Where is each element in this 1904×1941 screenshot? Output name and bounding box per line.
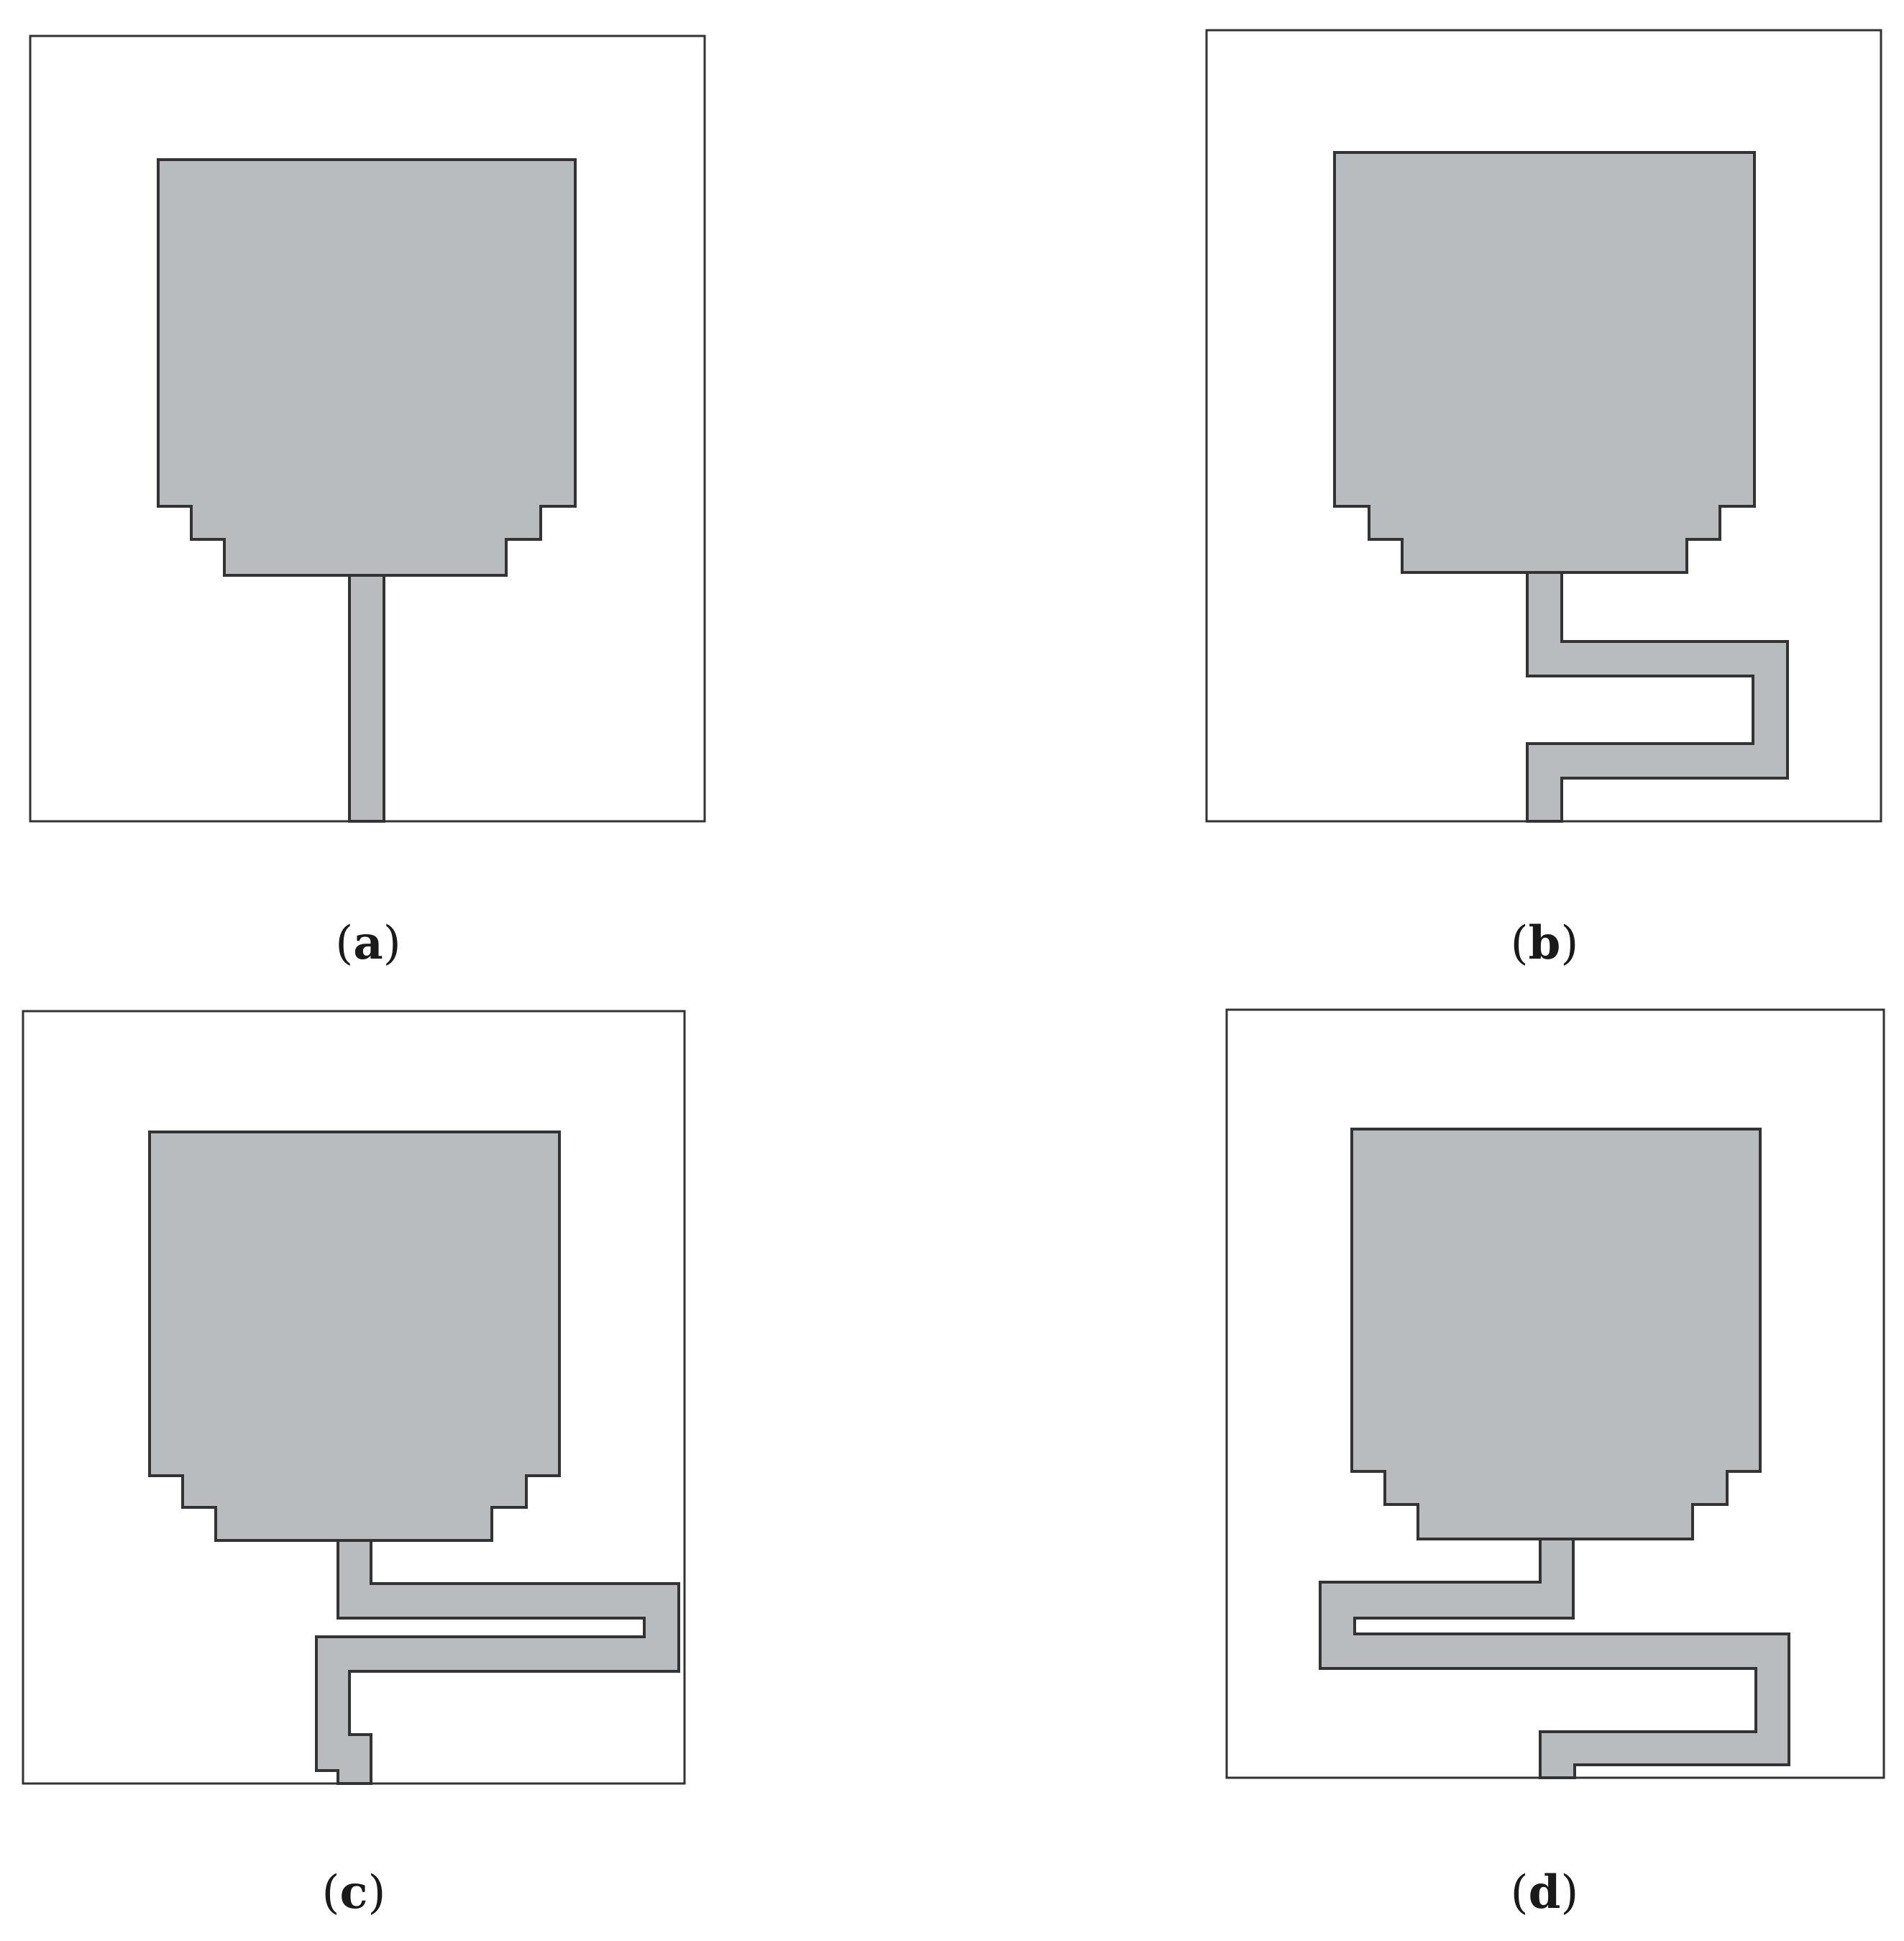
- feedline-a: [348, 574, 385, 823]
- meander-feed-c: [315, 1539, 680, 1785]
- caption-a-letter: a: [353, 916, 383, 970]
- caption-b-letter: b: [1528, 916, 1561, 970]
- patch-d: [1350, 1128, 1762, 1540]
- caption-b-open: (: [1510, 917, 1529, 970]
- caption-d: (d): [1401, 1864, 1688, 1922]
- caption-d-letter: d: [1528, 1865, 1561, 1919]
- caption-c-open: (: [321, 1866, 340, 1919]
- caption-d-open: (: [1510, 1866, 1529, 1919]
- caption-b-close: ): [1560, 917, 1579, 970]
- caption-a-open: (: [335, 917, 354, 970]
- caption-c-close: ): [367, 1866, 386, 1919]
- meander-feed-d: [1319, 1538, 1790, 1779]
- meander-feed-b: [1526, 571, 1789, 823]
- panel-c: [22, 1010, 686, 1785]
- patch-c: [148, 1131, 561, 1542]
- patch-b: [1333, 151, 1756, 574]
- caption-b: (b): [1401, 915, 1688, 972]
- caption-c-letter: c: [339, 1865, 368, 1919]
- caption-a: (a): [224, 915, 512, 972]
- panel-b: [1205, 29, 1882, 823]
- panel-d: [1225, 1008, 1885, 1779]
- caption-d-close: ): [1560, 1866, 1579, 1919]
- caption-a-close: ): [383, 917, 401, 970]
- panel-a: [29, 35, 706, 823]
- patch-a: [157, 158, 577, 577]
- caption-c: (c): [210, 1864, 498, 1922]
